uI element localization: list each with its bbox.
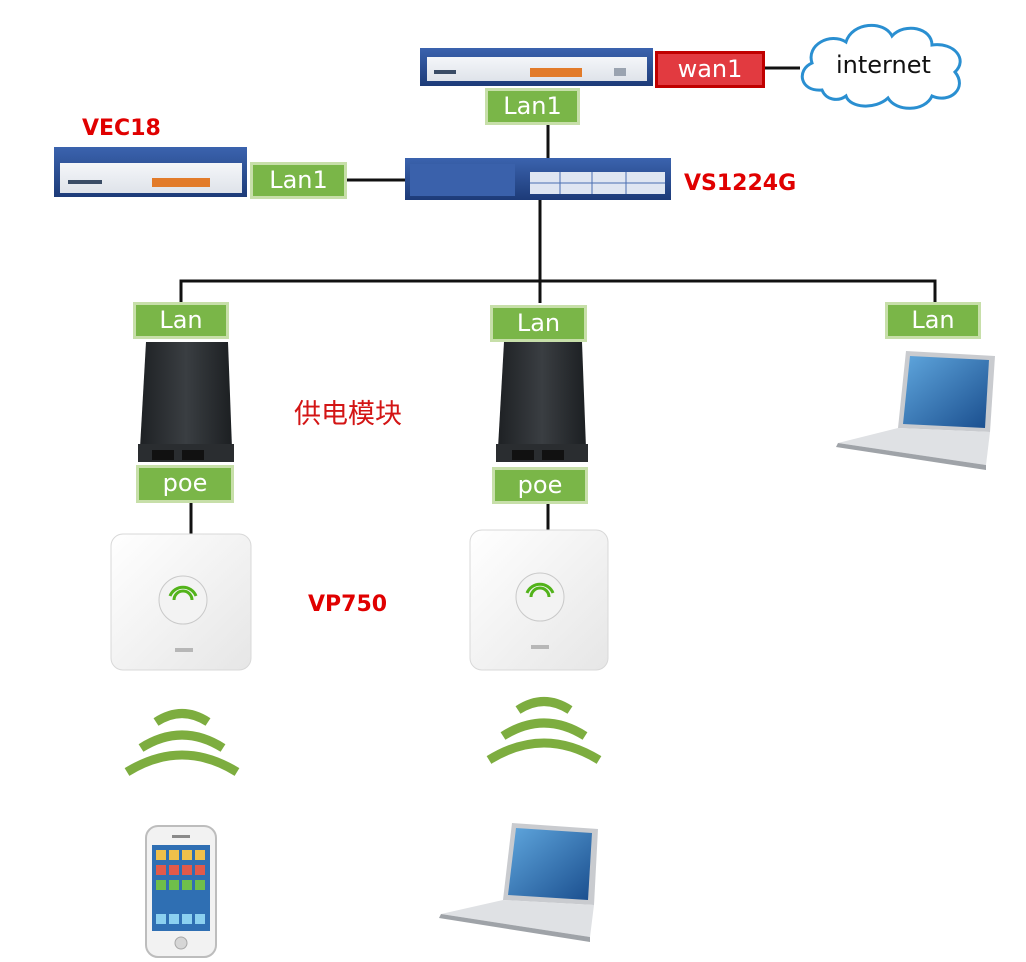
poe-module-right	[496, 342, 588, 462]
router-logo	[434, 70, 456, 74]
switch-device	[405, 158, 671, 200]
laptop-icon-right	[836, 351, 995, 470]
controller-lan1-port-label: Lan1	[250, 162, 347, 199]
router-wan1-port-label: wan1	[655, 51, 765, 88]
laptop-icon-bottom	[439, 823, 598, 942]
poe-module-left	[138, 342, 234, 462]
controller-ports	[152, 178, 210, 187]
controller-faceplate	[60, 163, 242, 193]
controller-logo	[68, 180, 102, 184]
access-point-left	[110, 533, 252, 671]
router-device	[420, 48, 653, 86]
branch-middle-lan-label: Lan	[490, 305, 587, 342]
branch-middle-poe-label: poe	[492, 467, 588, 504]
controller-device	[54, 147, 247, 197]
lan-distribution-bus	[179, 279, 937, 302]
router-ports	[530, 68, 582, 77]
branch-left-poe-label: poe	[136, 465, 234, 503]
connection-lines	[179, 66, 937, 534]
wifi-signal-icon-left	[124, 709, 240, 776]
wifi-signal-icon-right	[486, 697, 602, 764]
access-point-model-label: VP750	[308, 592, 388, 617]
branch-right-lan-label: Lan	[885, 302, 981, 339]
internet-cloud-label: internet	[836, 51, 931, 79]
controller-model-label: VEC18	[82, 116, 161, 141]
access-point-right	[469, 529, 609, 671]
branch-left-lan-label: Lan	[133, 302, 229, 339]
router-lan1-port-label: Lan1	[485, 88, 580, 125]
router-status-leds	[614, 68, 626, 76]
smartphone-icon	[145, 825, 217, 958]
switch-model-label: VS1224G	[684, 171, 797, 196]
internet-cloud-icon	[800, 23, 962, 110]
power-module-caption: 供电模块	[294, 399, 402, 430]
switch-panel	[410, 164, 515, 196]
